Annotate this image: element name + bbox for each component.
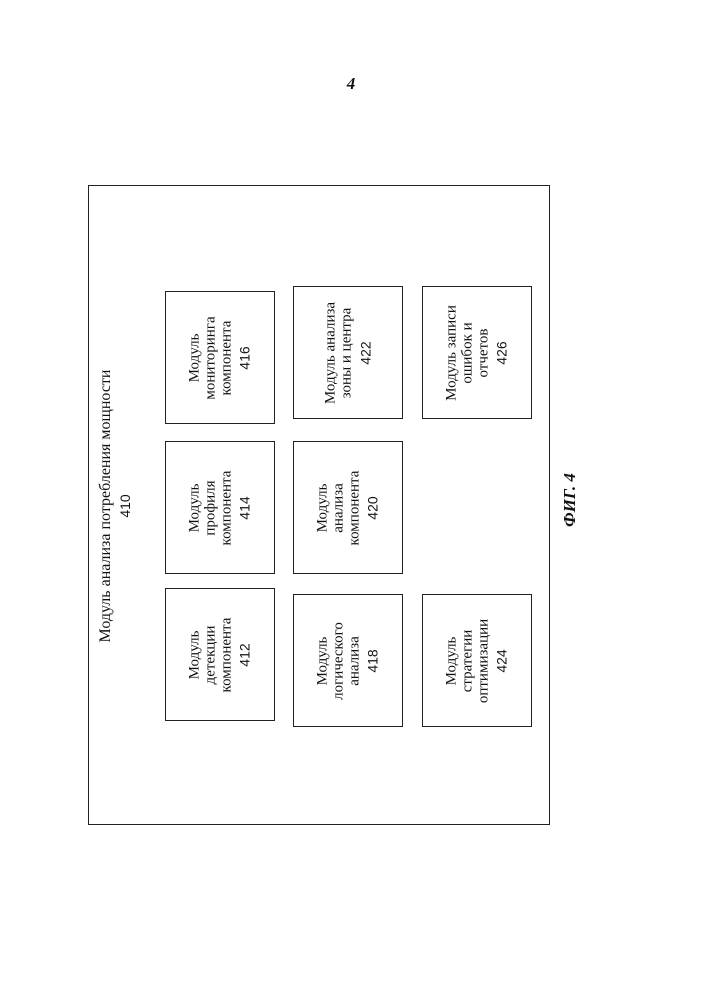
- module-412-number: 412: [238, 618, 253, 693]
- module-418-box: Модуль логического анализа 418: [293, 594, 403, 727]
- module-424-number: 424: [495, 619, 510, 703]
- module-414-line: Модуль: [188, 471, 204, 546]
- module-416-number: 416: [238, 316, 253, 399]
- module-412-line: компонента: [219, 618, 235, 693]
- page-number: 4: [336, 74, 366, 94]
- outer-title-group: Модуль анализа потребления мощности 410: [98, 370, 132, 643]
- outer-number: 410: [118, 370, 133, 643]
- module-416-box: Модуль мониторинга компонента 416: [165, 291, 275, 424]
- module-422-label: Модуль анализа зоны и центра 422: [323, 302, 372, 404]
- module-422-line: зоны и центра: [339, 302, 355, 404]
- module-424-line: Модуль: [445, 619, 461, 703]
- module-424-line: оптимизации: [476, 619, 492, 703]
- module-426-box: Модуль записи ошибок и отчетов 426: [422, 286, 532, 419]
- module-420-box: Модуль анализа компонента 420: [293, 441, 403, 574]
- module-414-label: Модуль профиля компонента 414: [188, 471, 253, 546]
- module-418-label: Модуль логического анализа 418: [316, 622, 381, 700]
- power-analysis-module-box: Модуль анализа потребления мощности 410 …: [88, 185, 550, 825]
- module-424-line: стратегии: [460, 619, 476, 703]
- module-412-line: Модуль: [188, 618, 204, 693]
- module-426-number: 426: [495, 305, 510, 401]
- module-422-number: 422: [358, 302, 373, 404]
- module-420-label: Модуль анализа компонента 420: [316, 471, 381, 546]
- module-416-line: компонента: [219, 316, 235, 399]
- module-426-line: ошибок и: [460, 305, 476, 401]
- module-416-line: Модуль: [188, 316, 204, 399]
- module-418-line: логического: [331, 622, 347, 700]
- module-412-box: Модуль детекции компонента 412: [165, 588, 275, 721]
- figure-caption: ФИГ. 4: [560, 473, 580, 527]
- module-414-number: 414: [238, 471, 253, 546]
- module-418-number: 418: [366, 622, 381, 700]
- module-414-line: профиля: [203, 471, 219, 546]
- module-420-line: Модуль: [316, 471, 332, 546]
- outer-title: Модуль анализа потребления мощности: [97, 370, 114, 643]
- module-422-line: Модуль анализа: [323, 302, 339, 404]
- module-414-box: Модуль профиля компонента 414: [165, 441, 275, 574]
- module-420-number: 420: [366, 471, 381, 546]
- module-418-line: анализа: [347, 622, 363, 700]
- module-422-box: Модуль анализа зоны и центра 422: [293, 286, 403, 419]
- module-416-line: мониторинга: [203, 316, 219, 399]
- module-414-line: компонента: [219, 471, 235, 546]
- module-412-label: Модуль детекции компонента 412: [188, 618, 253, 693]
- module-420-line: анализа: [331, 471, 347, 546]
- module-416-label: Модуль мониторинга компонента 416: [188, 316, 253, 399]
- module-424-label: Модуль стратегии оптимизации 424: [445, 619, 510, 703]
- module-426-label: Модуль записи ошибок и отчетов 426: [445, 305, 510, 401]
- module-426-line: Модуль записи: [445, 305, 461, 401]
- module-424-box: Модуль стратегии оптимизации 424: [422, 594, 532, 727]
- module-426-line: отчетов: [476, 305, 492, 401]
- module-412-line: детекции: [203, 618, 219, 693]
- module-418-line: Модуль: [316, 622, 332, 700]
- module-420-line: компонента: [347, 471, 363, 546]
